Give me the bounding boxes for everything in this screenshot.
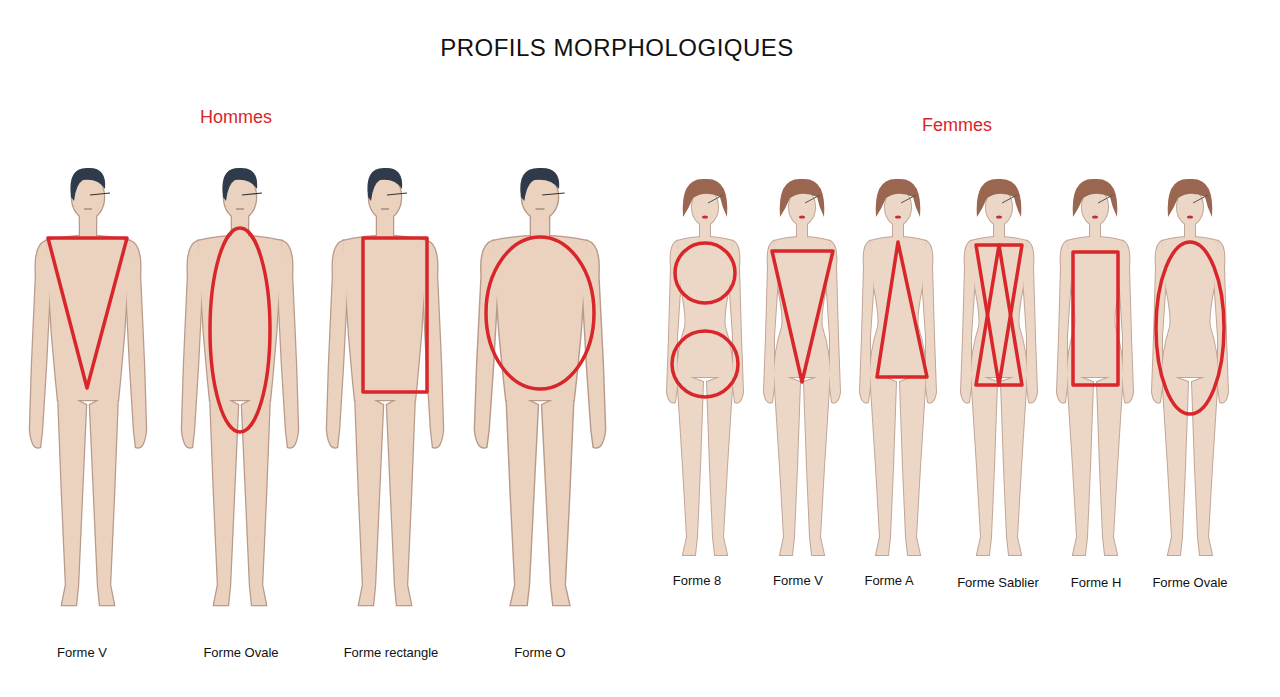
shape-overlays [48,228,1224,432]
hourglass-triangle [976,245,1022,385]
shape-caption: Forme V [773,573,823,589]
woman-figure [1057,179,1133,555]
oval-shape [1156,242,1224,414]
shape-caption: Forme O [514,645,565,661]
shape-caption: Forme Ovale [203,645,278,661]
shape-caption: Forme 8 [673,573,721,589]
rectangle-shape [363,238,427,392]
shape-caption: Forme V [57,645,107,661]
h-rectangle [1073,252,1118,385]
oval-shape [210,228,270,432]
woman-figure [961,179,1037,555]
man-figure [182,168,298,605]
shape-caption: Forme Sablier [957,575,1039,591]
shape-caption: Forme Ovale [1152,575,1227,591]
women-figures [667,179,1228,555]
eight-circle [675,243,735,303]
man-figure [327,168,443,605]
man-figure [30,168,146,605]
man-figure [475,168,605,605]
woman-figure [1152,179,1228,555]
o-shape [486,237,594,389]
woman-figure [667,179,743,555]
eight-circle [672,331,738,397]
v-triangle [772,251,833,382]
hourglass-triangle [976,245,1022,385]
shape-caption: Forme A [864,573,913,589]
shape-caption: Forme rectangle [344,645,439,661]
v-triangle [48,238,127,388]
diagram-title: PROFILS MORPHOLOGIQUES [440,34,794,63]
woman-figure [860,179,936,555]
group-heading: Hommes [200,107,272,129]
group-heading: Femmes [922,115,992,137]
men-figures [30,168,605,605]
a-triangle [877,242,927,377]
shape-caption: Forme H [1071,575,1122,591]
woman-figure [764,179,840,555]
